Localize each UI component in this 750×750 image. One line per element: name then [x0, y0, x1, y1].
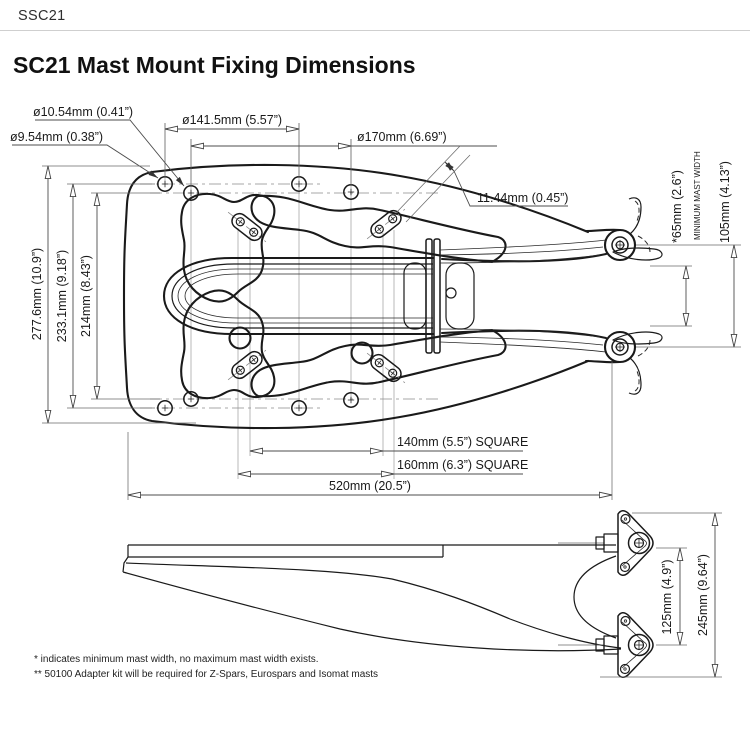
dimension-bracket-spacing: 125mm (4.9”): [656, 547, 687, 646]
dim-label-hole-rows-outer: 233.1mm (9.18”): [55, 250, 69, 342]
dim-label-square-outer: 160mm (6.3”) SQUARE: [397, 458, 528, 472]
dim-label-overall-height: 277.6mm (10.9”): [30, 248, 44, 340]
dimension-bolt-circle-outer: ø170mm (6.69”): [190, 130, 497, 186]
clearance-hole: [228, 326, 252, 350]
dim-label-bolt-circle-outer: ø170mm (6.69”): [357, 130, 447, 144]
dimension-square-outer: 160mm (6.3”) SQUARE: [237, 458, 528, 478]
plate-edge-profile: [127, 544, 616, 558]
footnotes: * indicates minimum mast width, no maxim…: [34, 653, 378, 682]
dimension-bolt-circle-inner: ø141.5mm (5.57”): [164, 113, 300, 177]
dimension-overall-length: 520mm (20.5”): [127, 362, 613, 500]
page-title: SC21 Mast Mount Fixing Dimensions: [13, 52, 416, 78]
dimension-slot-width: 11.44mm (0.45”): [395, 145, 568, 223]
label-minimum-mast-width: MINIMUM MAST WIDTH: [693, 151, 702, 240]
dim-label-pivot-spacing: 105mm (4.13”): [718, 161, 732, 243]
dim-label-hole-rows-inner: 214mm (8.43”): [79, 255, 93, 337]
dim-label-bolt-circle-inner: ø141.5mm (5.57”): [182, 113, 282, 127]
dimension-hole-rows-inner: 214mm (8.43”): [79, 192, 160, 400]
mast-bracket-lower: [595, 611, 654, 679]
pivot-arm-top: [438, 196, 664, 265]
dim-label-bracket-spacing: 125mm (4.9”): [660, 559, 674, 634]
dim-label-hole-large: ø10.54mm (0.41”): [33, 105, 133, 119]
header-divider: [0, 30, 750, 31]
dim-label-slot-width: 11.44mm (0.45”): [477, 191, 568, 205]
plan-view: ø141.5mm (5.57”) ø170mm (6.69”) ø10.54mm…: [10, 105, 741, 500]
blade-channel: [162, 238, 475, 354]
dim-label-hole-small: ø9.54mm (0.38”): [10, 130, 103, 144]
dim-label-square-inner: 140mm (5.5”) SQUARE: [397, 435, 528, 449]
dimension-overall-height: 277.6mm (10.9”): [30, 165, 196, 424]
mast-section-curve: [573, 555, 617, 639]
mount-plate-outline: [122, 163, 590, 430]
dimension-mast-width-min: *65mm (2.6”) MINIMUM MAST WIDTH: [650, 151, 702, 327]
footnote-mast-width: * indicates minimum mast width, no maxim…: [34, 654, 319, 665]
leader-hole-large: ø10.54mm (0.41”): [33, 105, 185, 187]
dimension-side-height: 245mm (9.64”): [600, 512, 722, 678]
pivot-crossbar: [425, 238, 433, 354]
dimension-pivot-spacing: 105mm (4.13”): [636, 161, 741, 348]
pin-hole: [445, 287, 457, 299]
dim-label-mast-width-min: *65mm (2.6”): [670, 170, 684, 243]
footnote-adapter-kit: ** 50100 Adapter kit will be required fo…: [34, 668, 379, 680]
dimension-hole-rows-outer: 233.1mm (9.18”): [55, 183, 155, 409]
dimension-square-inner: 140mm (5.5”) SQUARE: [249, 435, 528, 455]
dim-label-overall-length: 520mm (20.5”): [329, 479, 411, 493]
blade-profile: [122, 556, 622, 652]
clearance-hole: [350, 341, 374, 365]
leader-hole-small: ø9.54mm (0.38”): [10, 130, 159, 179]
mast-bracket-upper: [595, 509, 654, 577]
dim-label-side-height: 245mm (9.64”): [696, 554, 710, 636]
document-code: SSC21: [18, 8, 66, 24]
pivot-arm-bottom: [438, 327, 664, 396]
side-view: 125mm (4.9”) 245mm (9.64”): [122, 509, 722, 679]
